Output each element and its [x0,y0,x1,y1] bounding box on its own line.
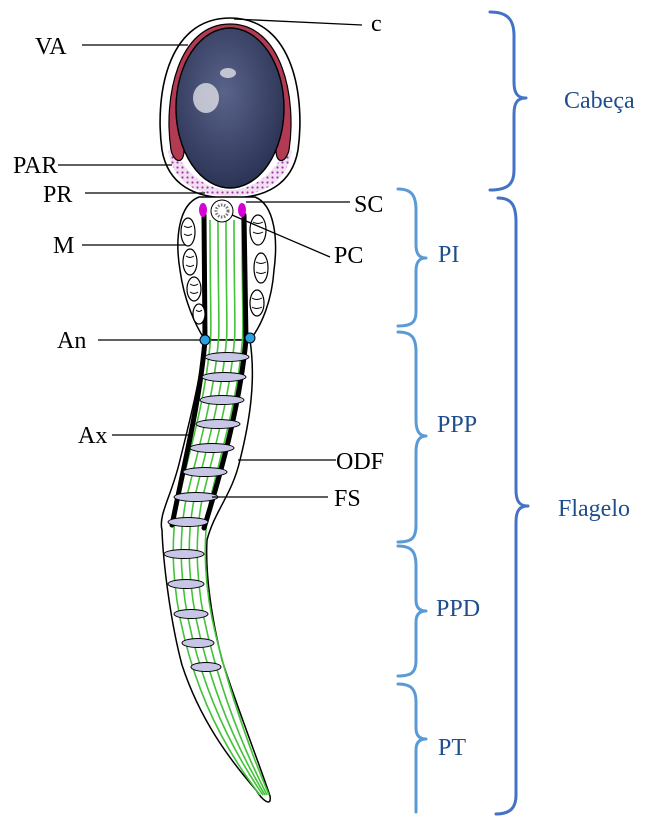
label-c: c [371,11,382,37]
region-ppd: PPD [436,596,480,622]
label-par: PAR [13,153,57,179]
label-odf: ODF [336,449,384,475]
segment-braces [398,189,426,812]
brace-pt [398,684,426,812]
brace-ppd [398,546,426,676]
brace-cabeca [490,12,526,190]
label-ax: Ax [78,423,107,449]
label-pr: PR [43,182,72,208]
label-fs: FS [334,486,361,512]
centriole-left [199,203,207,217]
proximal-centriole [211,200,233,222]
annulus-right [245,333,255,343]
region-pi: PI [438,242,459,268]
region-ppp: PPP [437,412,477,438]
label-pc: PC [334,243,363,269]
nucleus [176,28,284,188]
region-labels: Cabeça Flagelo PI PPP PPD PT [436,88,635,761]
region-flagelo: Flagelo [558,496,630,522]
brace-pi [398,189,426,326]
main-braces [490,12,528,814]
flagellum [161,197,275,802]
nucleus-highlight-small [220,68,236,78]
centriole-right [238,203,246,217]
brace-flagelo [496,198,528,814]
label-sc: SC [354,192,383,218]
brace-ppp [398,332,426,542]
region-cabeca: Cabeça [564,88,635,114]
nucleus-highlight-large [193,83,219,113]
region-pt: PT [438,735,466,761]
annulus-left [200,335,210,345]
label-va: VA [35,34,67,60]
label-an: An [57,328,86,354]
label-m: M [53,233,74,259]
